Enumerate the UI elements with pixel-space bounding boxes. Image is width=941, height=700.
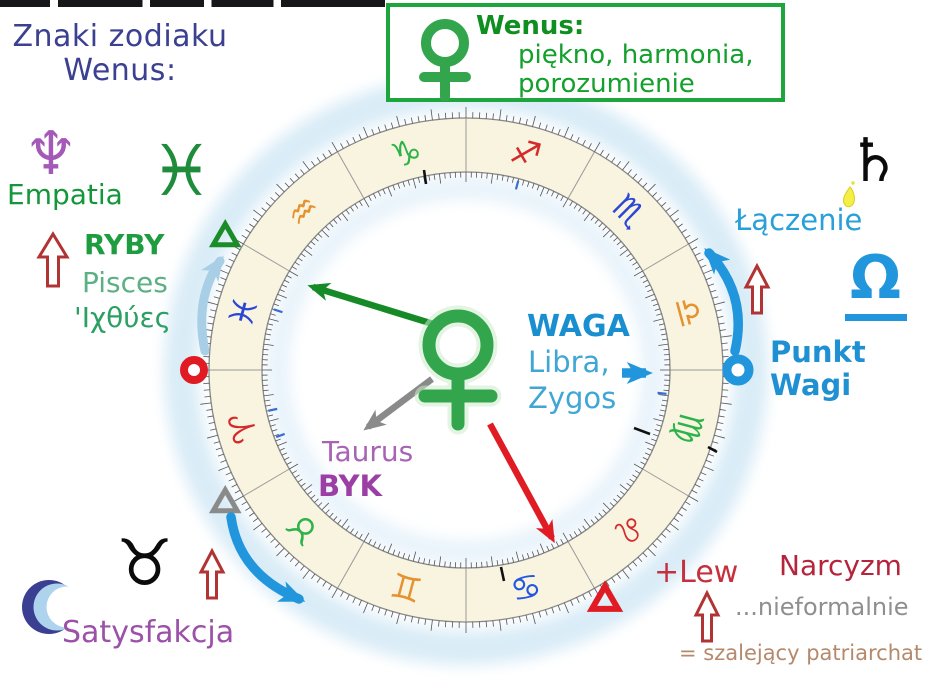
nieformalnie-label: ...nieformalnie — [735, 593, 909, 621]
empatia-label: Empatia — [7, 178, 123, 211]
venus-icon — [419, 19, 471, 101]
flame-icon — [842, 181, 855, 208]
lew-label: +Lew — [654, 555, 739, 590]
satysfakcja-label: Satysfakcja — [62, 615, 235, 650]
ichthyes-label: 'Ιχθύες — [74, 301, 172, 334]
reference-dashes — [422, 169, 718, 582]
curved-arrow-libra-up — [704, 247, 743, 356]
vernal-point-circle — [180, 356, 208, 384]
arrow-to-leo — [487, 422, 555, 544]
libra-point-circle — [722, 354, 754, 386]
punkt-wagi-label: Punkt Wagi — [770, 336, 866, 402]
taurus-cusp-triangle — [208, 484, 242, 514]
cropped-title-strip — [0, 0, 385, 7]
libra-label: Libra, — [528, 345, 610, 379]
inner-halo — [266, 176, 666, 564]
page-title-line1: Znaki zodiaku — [12, 19, 228, 54]
venus-box-desc2: porozumienie — [518, 69, 695, 99]
narcyzm-label: Narcyzm — [779, 549, 902, 582]
ryby-label: RYBY — [84, 228, 165, 261]
emphasis-up-arrows — [36, 231, 771, 643]
curved-arrow-pisces-pale — [197, 255, 225, 356]
neptune-icon: ♆ — [24, 119, 78, 189]
arrow-to-pisces — [307, 282, 444, 331]
patriarchat-label: = szalejący patriarchat — [679, 641, 923, 665]
punkt-line: Punkt — [770, 335, 866, 369]
laczenie-label: Łączenie — [735, 203, 863, 237]
pisces-cusp-triangle — [208, 218, 242, 248]
venus-box-desc1: piękno, harmonia, — [518, 40, 754, 70]
zygos-label: Zygos — [528, 381, 617, 415]
pisces-icon: ♓ — [150, 130, 213, 212]
curved-arrow-taurus-down — [226, 512, 306, 604]
libra-point-icon: Ω — [850, 243, 902, 313]
page-title: Znaki zodiaku Wenus: — [4, 20, 236, 87]
up-arrow-punkt-wagi — [743, 262, 771, 315]
libra-point-icon-bar — [845, 314, 907, 321]
taurus-label: Taurus — [322, 435, 414, 468]
page-title-line2: Wenus: — [63, 52, 177, 88]
wagi-line: Wagi — [770, 368, 852, 402]
venus-symbol-center — [414, 305, 502, 435]
byk-label: BYK — [318, 469, 382, 503]
wheel-ring: ♐♏♎♍♌♋♊♉♈♓♒♑ — [180, 107, 754, 633]
moon-crescent-icon — [22, 580, 88, 634]
venus-box-title: Wenus: — [476, 11, 585, 41]
up-arrow-satysfakcja — [198, 547, 226, 600]
venus-legend-box: Wenus: piękno, harmonia, porozumienie — [386, 3, 785, 102]
saturn-icon: ♄ — [847, 126, 901, 196]
taurus-icon: ♉ — [116, 527, 174, 601]
up-arrow-ryby — [36, 231, 70, 288]
up-arrow-lew — [693, 589, 721, 643]
pisces-label: Pisces — [82, 266, 168, 299]
waga-label: WAGA — [527, 309, 630, 344]
leo-cusp-triangle — [586, 580, 624, 612]
